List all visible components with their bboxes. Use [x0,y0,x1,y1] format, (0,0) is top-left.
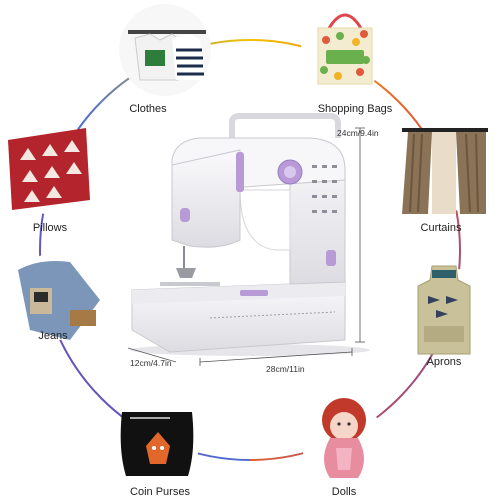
apron-photo [399,265,487,355]
label-clothes: Clothes [129,103,167,115]
dimension-width: 28cm/11in [266,364,305,374]
label-curtains: Curtains [420,222,462,234]
doll-photo [302,398,386,486]
tote-bag-photo [301,4,389,92]
coin-purse-photo [115,402,199,486]
dimension-depth: 12cm/4.7in [130,358,172,368]
clothes-photo [119,4,211,96]
label-jeans: Jeans [38,330,68,342]
sewing-machine-photo [130,113,370,356]
pillow-photo [4,126,92,214]
label-dolls: Dolls [331,486,357,498]
label-pillows: Pillows [32,222,68,234]
jeans-photo [14,252,102,340]
usage-ring [38,39,462,461]
label-aprons: Aprons [426,356,462,368]
label-coin-purses: Coin Purses [130,486,190,498]
dimension-height: 24cm/9.4in [337,128,379,138]
label-shopping-bags: Shopping Bags [317,103,393,115]
dimension-lines [127,127,365,366]
curtain-photo [401,124,489,214]
